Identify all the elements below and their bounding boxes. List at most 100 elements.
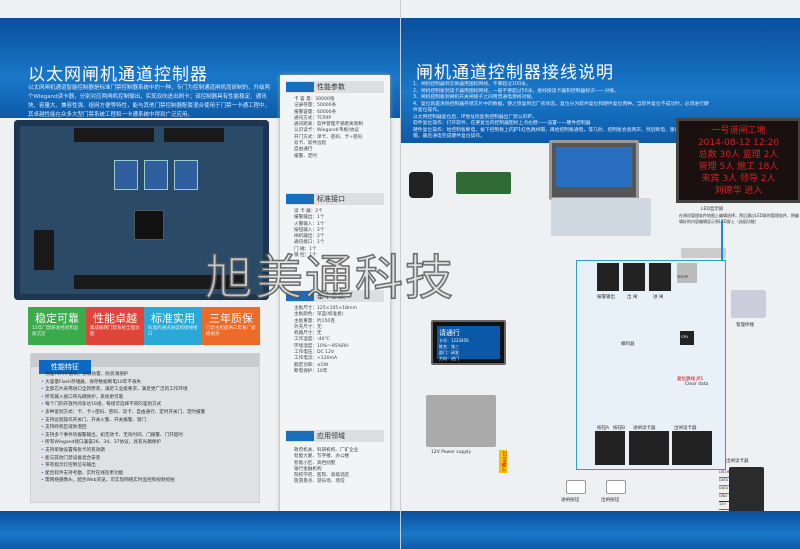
feature-item: 支持跨机区域防潜回 xyxy=(41,424,249,432)
spec-line: 主板重量：约150克 xyxy=(294,318,335,324)
in-button-icon xyxy=(566,480,586,494)
spec-line: 读 卡 器：2个 xyxy=(294,209,323,214)
terminal-block xyxy=(74,128,154,142)
terminal-out-gate xyxy=(623,263,645,291)
cpu-chip xyxy=(134,210,164,240)
led-line: 总数 30人 监理 2人 xyxy=(698,150,779,160)
spec-line: 火警输入：1个 xyxy=(294,221,325,227)
led-line: 管理 5人 施工 18人 xyxy=(698,162,779,172)
lcd-tv xyxy=(549,140,639,200)
led-line: 一号道闸工地 xyxy=(711,126,766,136)
feature-item: 所有Wiegand接口兼容26、34、37协议，具有光耦保护 xyxy=(41,439,249,447)
in-button-label: 进闸按钮 xyxy=(561,498,579,503)
out-button-label: 出闸按钮 xyxy=(601,498,619,503)
section-title: 性能参数 xyxy=(317,83,345,91)
tile-text: 门禁主机提供三年省厂保修服务 xyxy=(206,326,256,337)
led-description: 在闸机管理软件地图上编辑选择，然后通过LED屏的管理软件，将编辑好的内容编辑显示… xyxy=(679,213,799,224)
feature-item: 配合软件支持考勤、实时在线巡更功能 xyxy=(41,470,249,478)
watermark: 旭美通科技 xyxy=(204,249,456,307)
interface-section: 标准接口 读 卡 器：2个报警输出：1个火警输入：1个按钮输入：2个闸机输出：2… xyxy=(286,193,384,259)
relay xyxy=(114,160,138,190)
spec-line: 机箱尺寸：无 xyxy=(294,331,322,337)
spec-line: 门 磁：1个 xyxy=(294,246,317,252)
button-a-label: 按钮A xyxy=(597,426,610,431)
note-line: 4、复位就是清除控制器存储芯片中的数据，使之恢复到出厂初状态。复位分为软件复位和… xyxy=(413,101,709,114)
network-wire xyxy=(721,220,723,260)
terminal-in-gate xyxy=(649,263,671,291)
spec-line: 旅游景点、游乐场、场馆 xyxy=(294,479,345,485)
note-line: 3、闸机控制板到闸机开关闸接子之间用普通电源线对接。 xyxy=(413,95,536,100)
right-page: 闸机通道控制器接线说明 1、闸机控制器到交换器用国标网线，不要超过100米。2、… xyxy=(400,0,800,549)
network-switch xyxy=(681,248,726,258)
tile-title: 三年质保 xyxy=(209,312,253,325)
feature-item: 带有指示灯控制信号输出 xyxy=(41,462,249,470)
tile-text: 标准的通讯协议和接线接口 xyxy=(148,326,198,337)
terminal-out-reader xyxy=(672,431,712,465)
feature-item: 支持多个事件的报警输出，如无效卡、无效时间、门报警、门开超时 xyxy=(41,432,249,440)
wire-label: DATA 0 xyxy=(719,486,737,494)
spec-line: 外壳尺寸：无 xyxy=(294,324,322,330)
out-reader-label: 出闸读卡器 xyxy=(674,426,697,431)
feature-item: 标准TCP/IP通讯，多级防雷，防浪涌保护 xyxy=(41,371,249,379)
section-logo-icon xyxy=(286,431,314,441)
spec-line: 主板颜色：深蓝(标准板) xyxy=(294,312,344,318)
spec-line: 通讯方式：TCP/IP xyxy=(294,115,332,121)
panel-line: 部门：研发 xyxy=(439,350,459,355)
speaker-icon xyxy=(409,172,433,198)
spec-line: 记录存量：50000条 xyxy=(294,103,337,109)
terminal-block xyxy=(164,128,224,142)
spec-line: 自由通行 xyxy=(294,147,313,153)
panel-line: 姓名：张三 xyxy=(439,344,459,349)
relay xyxy=(174,160,198,190)
feature-item: 所有输入接口带光耦保护，系统更可靠 xyxy=(41,394,249,402)
panel-line: 方向：进门 xyxy=(439,356,459,361)
power-label: 12V Power supply xyxy=(431,450,472,455)
spec-line: 通讯接口：1个 xyxy=(294,240,325,246)
terminal-block xyxy=(74,275,244,289)
note-line: 1、闸机控制器到交换器用国标网线，不要超过100米。 xyxy=(413,82,531,87)
pc-label: 管理终端 xyxy=(736,323,754,328)
section-logo-icon xyxy=(286,82,314,92)
controller-diagram: 报警输出 出 闸 进 闸 TCP/IP 蜂鸣器 CPU 复位跳线 JP1 Cle… xyxy=(576,260,726,470)
panel-line: 卡号：1223456 xyxy=(439,338,469,343)
in-gate-label: 进 闸 xyxy=(653,295,664,300)
footer-band xyxy=(401,511,800,549)
spec-line: 报警容量：60000条 xyxy=(294,109,337,115)
note-line: 软件复位操作：打开软件，在要复位的控制器图标上点右键——设置——硬件控制器 xyxy=(413,121,591,126)
spec-line: 双卡、软件远程 xyxy=(294,141,327,147)
cpu-chip: CPU xyxy=(680,331,694,345)
spec-line: 智能小区、高档别墅 xyxy=(294,460,336,466)
tile-text: 15年门禁研发经验和品质沉淀 xyxy=(32,326,79,337)
tile-warranty: 三年质保门禁主机提供三年省厂保修服务 xyxy=(202,307,260,345)
spec-line: 闸机输出：2个 xyxy=(294,234,325,240)
feature-item: 每个门的开放时间多达16组，每组可选择不同的鉴别方式 xyxy=(41,401,249,409)
terminal-alarm-out xyxy=(597,263,619,291)
section-title: 标准接口 xyxy=(317,195,345,203)
tile-title: 稳定可靠 xyxy=(35,312,79,325)
terminal-buttons xyxy=(595,431,625,465)
card-reader-keypad xyxy=(729,467,764,517)
section-logo-icon xyxy=(286,194,314,204)
tile-performance: 性能卓越集成联网门禁系统全面功能 xyxy=(86,307,144,345)
spec-line: 智能大厦、写字楼、办公楼 xyxy=(294,454,350,460)
wire-label: LED BUZZ xyxy=(719,470,737,478)
tile-title: 标准实用 xyxy=(151,312,195,325)
note-line: 2、闸机控制板到读卡器用国标网线，一般不要超过50米，接线按读卡器和控制器标识一… xyxy=(413,88,619,94)
in-reader-label: 进闸读卡器 xyxy=(633,426,656,431)
led-line: 2014-08-12 12:20 xyxy=(697,138,780,148)
feature-item: 能与其他门禁设备混合安装 xyxy=(41,455,249,463)
turnstile-gates xyxy=(551,198,651,236)
spec-line: 卡 容 量：30000张 xyxy=(294,97,335,102)
note-line: 以太网控制器复位后，IP地址恢复到控制器出厂默认的IP。 xyxy=(413,114,537,120)
out-button-icon xyxy=(606,480,626,494)
left-page: 以太网闸机通道控制器 以太网闸机通道智能控制器是标准门禁控制器系统中的一种，专门… xyxy=(0,0,400,549)
out-gate-label: 出 闸 xyxy=(627,295,638,300)
spec-line: 工作电流：<120mA xyxy=(294,356,338,362)
spec-line: 银行金融机构 xyxy=(294,466,322,472)
v220-label: 220V输入 xyxy=(499,450,507,473)
feature-item: 多种鉴别方式：卡、卡+密码、密码、双卡、自由通行、定时开关门、定时报警 xyxy=(41,409,249,417)
feature-item: 需网络摄像头，配合Web浏览，可实现网络实时监控和视频抓拍 xyxy=(41,477,249,485)
